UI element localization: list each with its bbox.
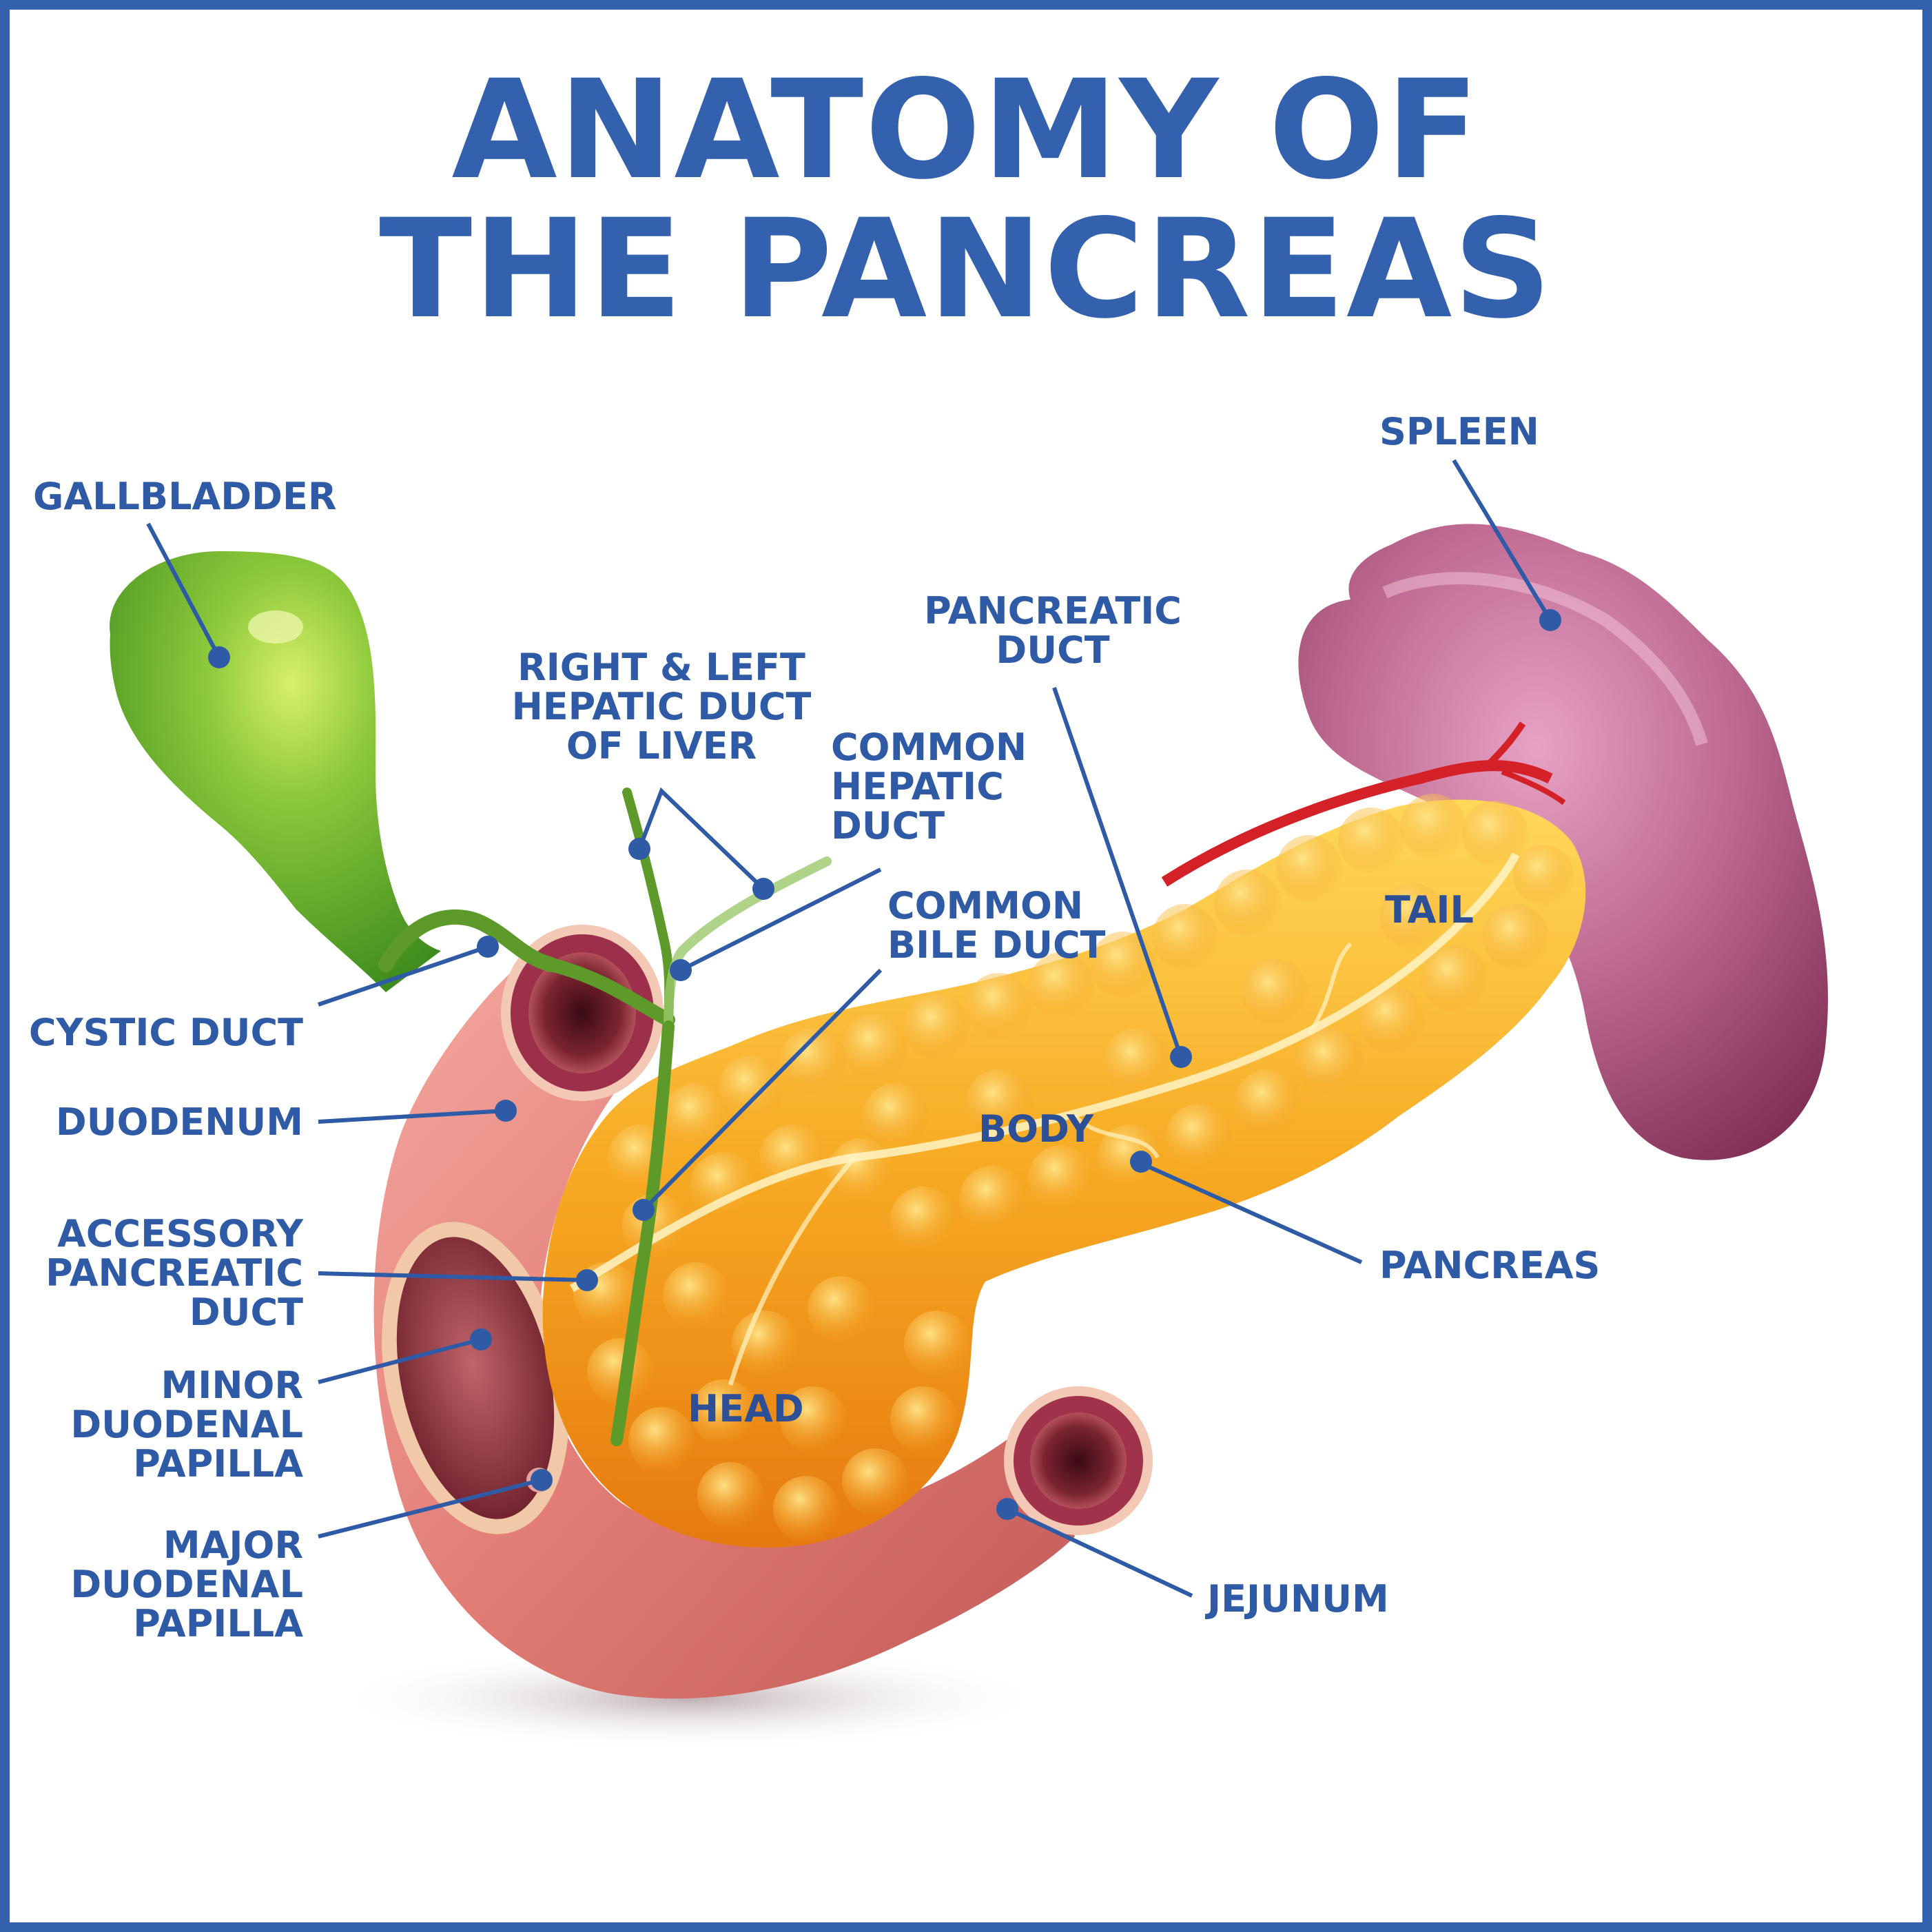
label-gallbladder: GALLBLADDER <box>33 475 337 518</box>
label-hepatic-duct-of-liver: RIGHT & LEFT HEPATIC DUCT OF LIVER <box>511 646 812 768</box>
page-title: ANATOMY OF THE PANCREAS <box>0 61 1932 339</box>
label-head: HEAD <box>688 1387 804 1430</box>
floor-shadow <box>331 1647 1047 1750</box>
label-accessory-pancreatic-duct: ACCESSORY PANCREATIC DUCT <box>45 1212 303 1334</box>
duodenum-organ <box>373 925 1153 1699</box>
label-pancreas: PANCREAS <box>1379 1244 1601 1287</box>
bile-ducts <box>378 788 832 1446</box>
title-line-1: ANATOMY OF <box>451 50 1481 209</box>
pancreas-organ <box>542 794 1586 1548</box>
label-common-hepatic-duct: COMMON HEPATIC DUCT <box>831 726 1027 847</box>
label-duodenum: DUODENUM <box>55 1100 303 1144</box>
leader-lines <box>146 459 1552 1598</box>
label-tail: TAIL <box>1385 888 1474 932</box>
label-pancreatic-duct: PANCREATIC DUCT <box>924 589 1182 672</box>
label-minor-duodenal-papilla: MINOR DUODENAL PAPILLA <box>70 1364 303 1486</box>
label-body: BODY <box>978 1107 1094 1151</box>
label-common-bile-duct: COMMON BILE DUCT <box>887 884 1106 967</box>
label-major-duodenal-papilla: MAJOR DUODENAL PAPILLA <box>70 1523 303 1645</box>
label-cystic-duct: CYSTIC DUCT <box>28 1011 303 1054</box>
title-line-2: THE PANCREAS <box>379 189 1553 349</box>
splenic-artery <box>1161 721 1566 887</box>
leader-dots <box>208 609 1561 1520</box>
gallbladder-organ <box>110 551 441 992</box>
label-spleen: SPLEEN <box>1379 410 1539 453</box>
label-jejunum: JEJUNUM <box>1207 1577 1389 1621</box>
